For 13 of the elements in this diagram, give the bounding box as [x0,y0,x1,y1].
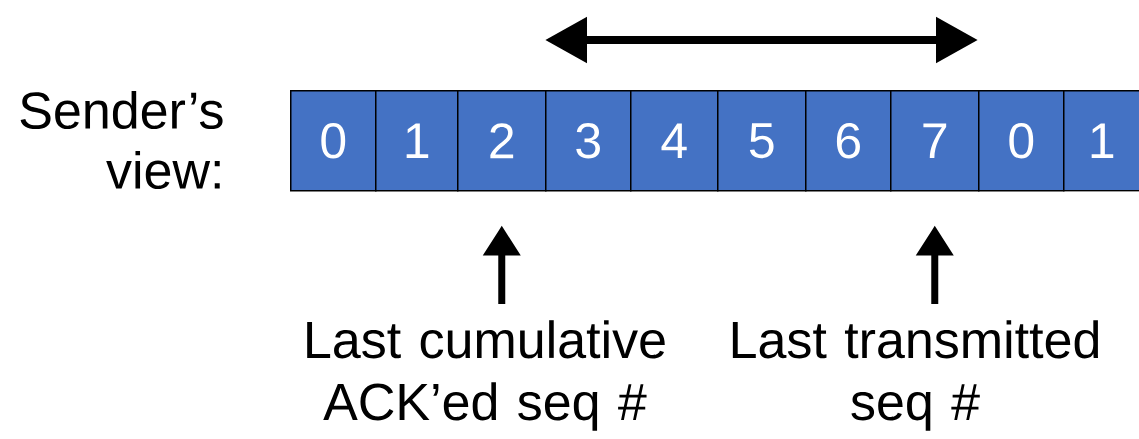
caption-text: Last cumulative ACK’ed seq # [307,320,665,431]
sequence-box: 4 [630,90,719,192]
sequence-box: 0 [978,90,1065,192]
sequence-box: 6 [805,90,892,192]
sequence-box: 0 [290,90,377,192]
sequence-box: 2 [457,90,547,192]
sequence-box: 3 [545,90,632,192]
sequence-box: 7 [890,90,980,192]
sequence-box: 5 [717,90,807,192]
sequence-box: 1 [1063,90,1139,192]
side-label: Sender’s view: [20,90,223,190]
sequence-box: 1 [375,90,459,192]
caption-text: Last transmitted seq # [732,320,1099,431]
